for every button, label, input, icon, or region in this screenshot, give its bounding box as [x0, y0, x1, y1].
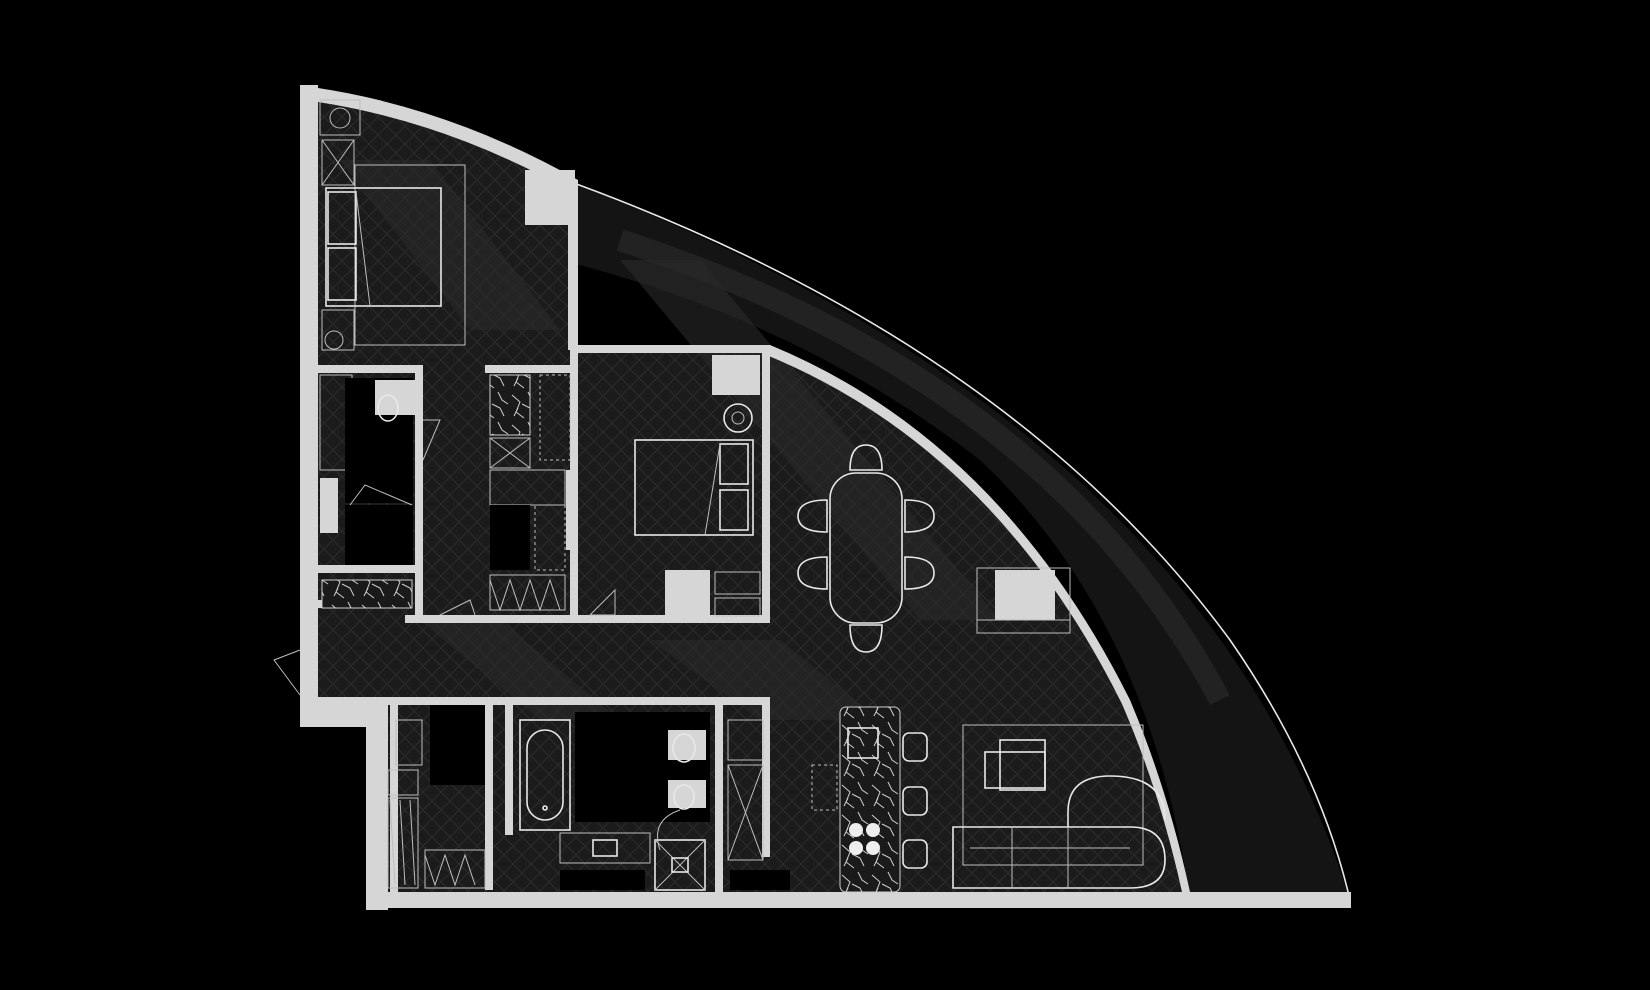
exterior-walls [300, 85, 1351, 910]
kitchen [811, 706, 928, 893]
day-bed [976, 567, 1071, 634]
living [952, 724, 1166, 889]
bathtub [519, 719, 571, 831]
kitchen-island [839, 706, 901, 893]
queen-bed [325, 187, 442, 307]
dining [797, 444, 1071, 653]
bar-stools-3 [902, 732, 928, 869]
toilet [668, 730, 706, 810]
dining-table-6-seat [829, 472, 903, 624]
ensuite-bathroom [319, 374, 441, 609]
armchair [984, 739, 1046, 791]
shower [654, 839, 706, 891]
second-bedroom [439, 355, 761, 617]
main-bathroom [519, 712, 790, 891]
double-bed [634, 439, 754, 536]
laundry [387, 705, 486, 889]
terrace [559, 177, 1351, 901]
walk-in-robe [489, 374, 574, 612]
master-bedroom [319, 99, 575, 351]
sofa-l-shape [952, 775, 1166, 889]
entry-door [273, 649, 301, 696]
dining-chairs [797, 444, 935, 653]
vanity [559, 832, 651, 864]
